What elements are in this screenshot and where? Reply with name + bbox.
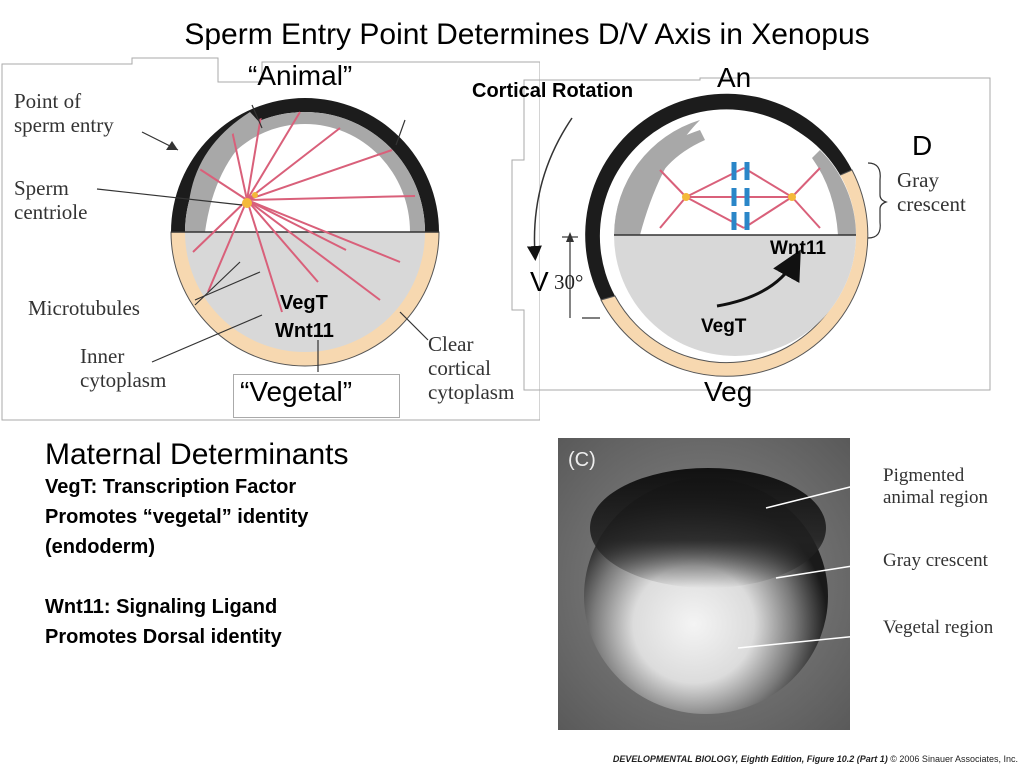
point-of-sperm-entry-label: Point of sperm entry [14,89,114,137]
microtubules-label: Microtubules [28,296,140,320]
vegt-to-wnt11-arrow [716,249,801,308]
right-vegt-label: VegT [701,316,747,337]
sperm-centriole-dot [242,198,252,208]
gray-crescent-bracket [867,162,888,239]
wnt11-line-2: Promotes Dorsal identity [45,626,282,648]
gray-wedge-left [186,112,262,232]
maternal-heading: Maternal Determinants [45,438,349,471]
photo-leader-lines [737,479,879,649]
cortical-gray [185,112,425,232]
gray-crescent-label: Gray crescent [897,168,966,216]
pigmented-region-label: Pigmented animal region [883,465,988,508]
photo-panel-label: (C) [568,449,596,471]
vegt-line-2: Promotes “vegetal” identity [45,506,309,528]
figure-caption: DEVELOPMENTAL BIOLOGY, Eighth Edition, F… [612,754,1018,764]
embryo-photo: (C) [558,438,850,730]
left-leader-lines [96,104,429,372]
vegetal-region-label: Vegetal region [883,617,994,638]
maternal-determinants-block: Maternal Determinants VegT: Transcriptio… [45,438,348,652]
inner-cytoplasm-label: Inner cytoplasm [80,344,167,392]
cortical-rotation-label: Cortical Rotation [472,80,634,102]
left-vegt-label: VegT [280,292,328,314]
right-wnt11-label: Wnt11 [770,238,826,259]
wnt11-line-1: Wnt11: Signaling Ligand [45,596,278,618]
animal-label: “Animal” [248,60,353,91]
d-label: D [912,130,933,161]
blue-chromosomes [731,162,750,230]
left-egg-diagram [1,57,540,421]
vegetal-box [233,374,400,418]
veg-label: Veg [704,376,753,407]
slide-title: Sperm Entry Point Determines D/V Axis in… [184,18,870,51]
right-panel-frame [511,77,991,391]
right-gray-right [812,150,856,235]
angle-label: 30° [554,270,584,294]
right-gray-wedge [630,130,705,200]
vegetal-label: “Vegetal” [240,376,353,407]
an-label: An [717,62,752,93]
left-wnt11-label: Wnt11 [275,320,334,342]
sperm-centriole-label: Sperm centriole [14,176,88,224]
cortical-rotation-arrow [526,117,573,261]
vegt-line-3: (endoderm) [45,536,155,558]
photo-gray-crescent-label: Gray crescent [883,550,988,571]
clear-cortical-cytoplasm-label: Clear cortical cytoplasm [428,332,515,404]
microtubules-array [192,110,416,313]
v-label: V [530,266,549,297]
vegt-line-1: VegT: Transcription Factor [45,476,297,498]
right-egg-diagram [511,77,991,391]
left-panel-frame [1,57,540,421]
